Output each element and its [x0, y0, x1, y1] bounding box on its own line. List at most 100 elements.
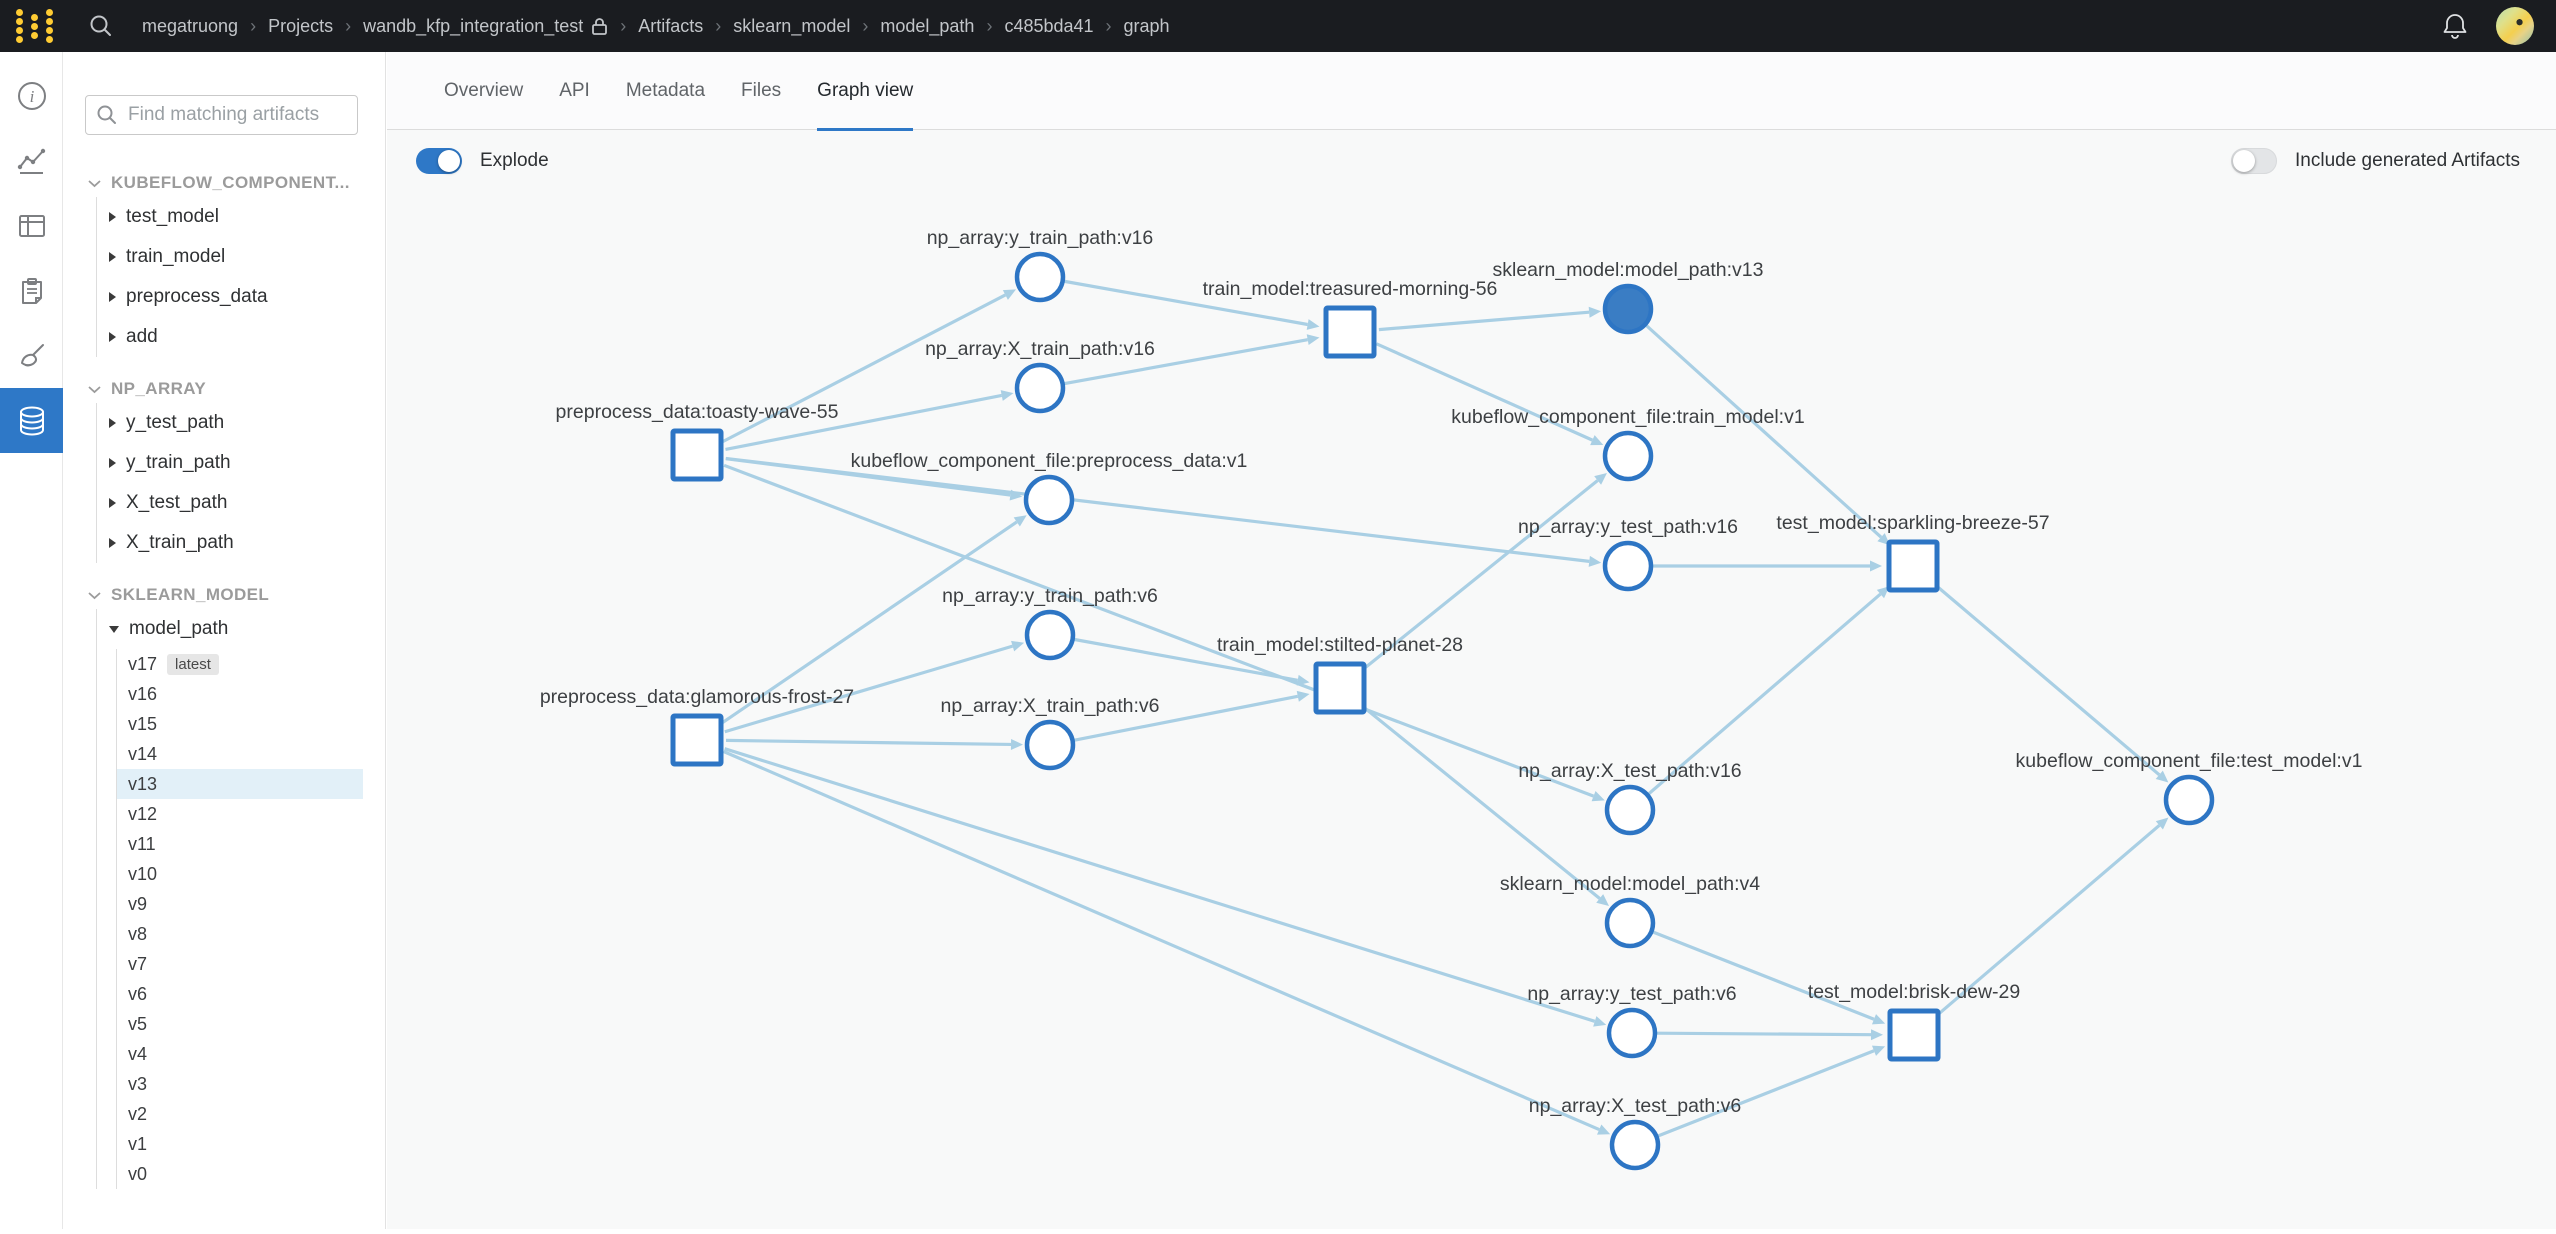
arrowhead-icon: [1306, 334, 1320, 346]
breadcrumb-separator: ›: [715, 15, 722, 36]
artifact-search-box[interactable]: [85, 95, 358, 135]
graph-node-run-toasty[interactable]: [670, 428, 724, 482]
breadcrumb-item[interactable]: model_path: [880, 15, 975, 36]
version-row-v5[interactable]: v5: [128, 1013, 148, 1034]
version-row-v11[interactable]: v11: [128, 833, 156, 854]
graph-node-artifact-X_train16[interactable]: [1014, 362, 1066, 414]
breadcrumb-item[interactable]: wandb_kfp_integration_test: [363, 16, 608, 37]
graph-node-artifact-y_test6[interactable]: [1606, 1007, 1658, 1059]
sidebar-item-sweeps[interactable]: [0, 323, 63, 388]
version-row-v13[interactable]: v13: [117, 769, 363, 799]
version-row-v8[interactable]: v8: [128, 923, 148, 944]
graph-node-run-sparkling[interactable]: [1886, 539, 1940, 593]
wandb-logo[interactable]: [16, 9, 60, 43]
sidebar-item-artifacts[interactable]: [0, 388, 63, 453]
tree-item-preprocess_data[interactable]: preprocess_data: [97, 277, 385, 317]
breadcrumb-item[interactable]: c485bda41: [1004, 15, 1094, 36]
expand-triangle-icon[interactable]: [109, 498, 116, 508]
tree-item-add[interactable]: add: [97, 317, 385, 357]
graph-edge: [1074, 637, 1298, 682]
tree-item-X_train_path[interactable]: X_train_path: [97, 523, 385, 563]
tree-item-y_train_path[interactable]: y_train_path: [97, 443, 385, 483]
breadcrumb-separator: ›: [986, 15, 993, 36]
expand-triangle-icon[interactable]: [109, 332, 116, 342]
version-row-v3[interactable]: v3: [128, 1073, 148, 1094]
expand-triangle-icon[interactable]: [109, 418, 116, 428]
version-row-v12[interactable]: v12: [128, 803, 158, 824]
version-row-v16[interactable]: v16: [128, 683, 158, 704]
graph-node-run-glamorous[interactable]: [670, 713, 724, 767]
graph-node-artifact-v4[interactable]: [1604, 897, 1656, 949]
sidebar-item-overview[interactable]: i: [0, 63, 63, 128]
tab-overview[interactable]: Overview: [444, 79, 524, 101]
tree-item-test_model[interactable]: test_model: [97, 197, 385, 237]
breadcrumb-separator: ›: [862, 15, 869, 36]
tree-section-header[interactable]: KUBEFLOW_COMPONENT...: [63, 169, 385, 197]
version-row-v6[interactable]: v6: [128, 983, 148, 1004]
graph-node-artifact-X_train6[interactable]: [1024, 719, 1076, 771]
graph-node-run-stilted[interactable]: [1313, 661, 1367, 715]
graph-node-artifact-X_test16[interactable]: [1604, 784, 1656, 836]
graph-node-artifact-y_test16[interactable]: [1602, 540, 1654, 592]
tab-api[interactable]: API: [559, 79, 590, 101]
graph-node-artifact-y_train6[interactable]: [1024, 609, 1076, 661]
graph-node-artifact-v13-selected[interactable]: [1602, 283, 1654, 335]
graph-node-artifact-train_v1[interactable]: [1602, 430, 1654, 482]
tree-item-y_test_path[interactable]: y_test_path: [97, 403, 385, 443]
breadcrumb-item[interactable]: megatruong: [142, 15, 239, 36]
breadcrumb-item[interactable]: graph: [1123, 15, 1170, 36]
graph-node-label: np_array:y_train_path:v16: [927, 227, 1154, 249]
bell-icon[interactable]: [2440, 11, 2470, 41]
graph-node-run-treasured[interactable]: [1323, 305, 1377, 359]
tree-section-header[interactable]: NP_ARRAY: [63, 375, 385, 403]
graph-node-artifact-test_v1[interactable]: [2163, 774, 2215, 826]
explode-label: Explode: [480, 150, 549, 171]
tab-graph-view[interactable]: Graph view: [817, 52, 914, 131]
search-icon[interactable]: [88, 13, 114, 39]
sidebar-item-panels[interactable]: [0, 193, 63, 258]
expand-triangle-icon[interactable]: [109, 538, 116, 548]
version-row-v1[interactable]: v1: [128, 1133, 148, 1154]
breadcrumb-item[interactable]: Artifacts: [638, 15, 704, 36]
version-row-v14[interactable]: v14: [128, 743, 158, 764]
expand-triangle-icon[interactable]: [109, 252, 116, 262]
graph-edge: [1647, 592, 1882, 795]
graph-node-artifact-prep_v1[interactable]: [1023, 474, 1075, 526]
version-row-v10[interactable]: v10: [128, 863, 158, 884]
expand-triangle-icon[interactable]: [109, 292, 116, 302]
chevron-down-icon: [88, 179, 101, 187]
version-row-v15[interactable]: v15: [128, 713, 158, 734]
graph-edge: [725, 456, 1590, 563]
tree-section-header[interactable]: SKLEARN_MODEL: [63, 581, 385, 609]
version-row-v2[interactable]: v2: [128, 1103, 148, 1124]
arrowhead-icon: [1593, 1016, 1607, 1027]
chevron-down-icon: [88, 591, 101, 599]
graph-node-artifact-X_test6[interactable]: [1609, 1119, 1661, 1171]
graph-node-run-brisk[interactable]: [1887, 1008, 1941, 1062]
avatar[interactable]: [2496, 7, 2534, 45]
expand-triangle-icon[interactable]: [109, 212, 116, 222]
collapse-triangle-icon[interactable]: [109, 625, 119, 633]
search-input[interactable]: [128, 104, 338, 126]
tab-files[interactable]: Files: [741, 79, 782, 101]
graph-node-artifact-y_train16[interactable]: [1014, 251, 1066, 303]
explode-toggle[interactable]: [416, 148, 462, 174]
version-row-v7[interactable]: v7: [128, 953, 148, 974]
version-row-v0[interactable]: v0: [128, 1163, 148, 1184]
chevron-down-icon: [88, 385, 101, 393]
logs-icon: [21, 277, 42, 304]
expand-triangle-icon[interactable]: [109, 458, 116, 468]
breadcrumb-item[interactable]: Projects: [268, 15, 334, 36]
tree-item-X_test_path[interactable]: X_test_path: [97, 483, 385, 523]
tree-item-model_path[interactable]: model_path: [97, 609, 385, 649]
breadcrumb-item[interactable]: sklearn_model: [733, 15, 851, 36]
tree-item-train_model[interactable]: train_model: [97, 237, 385, 277]
sidebar-item-charts[interactable]: [0, 128, 63, 193]
version-row-v4[interactable]: v4: [128, 1043, 148, 1064]
version-row-v9[interactable]: v9: [128, 893, 148, 914]
sidebar-item-logs[interactable]: [0, 258, 63, 323]
tab-metadata[interactable]: Metadata: [625, 79, 706, 101]
include-generated-artifacts-toggle[interactable]: [2231, 148, 2278, 174]
